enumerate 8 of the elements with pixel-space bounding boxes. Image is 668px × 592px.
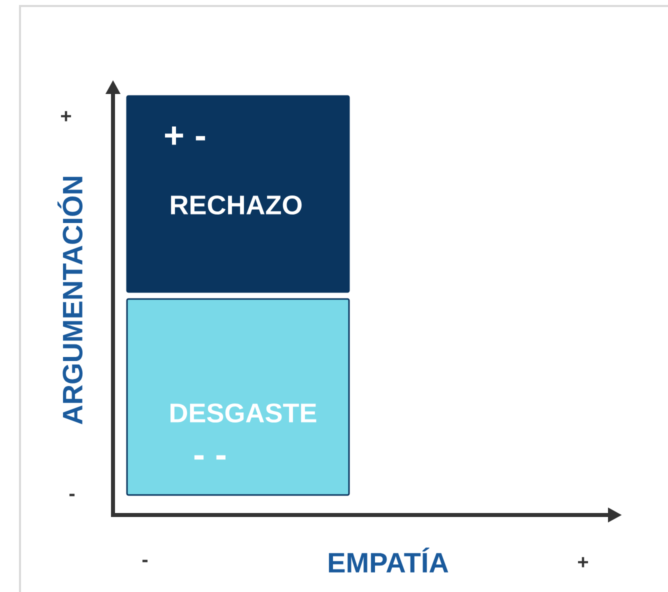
axis-mark: - (142, 560, 148, 562)
axis-mark: + (578, 557, 588, 568)
quadrant-box: + - RECHAZO (126, 95, 350, 293)
quadrant-box: DESGASTE - - (126, 298, 350, 496)
axis-title: ARGUMENTACIÓN (57, 176, 83, 424)
axis-mark: + (61, 111, 72, 122)
axis-mark: - (69, 494, 75, 496)
axis-title: EMPATÍA (328, 548, 448, 572)
